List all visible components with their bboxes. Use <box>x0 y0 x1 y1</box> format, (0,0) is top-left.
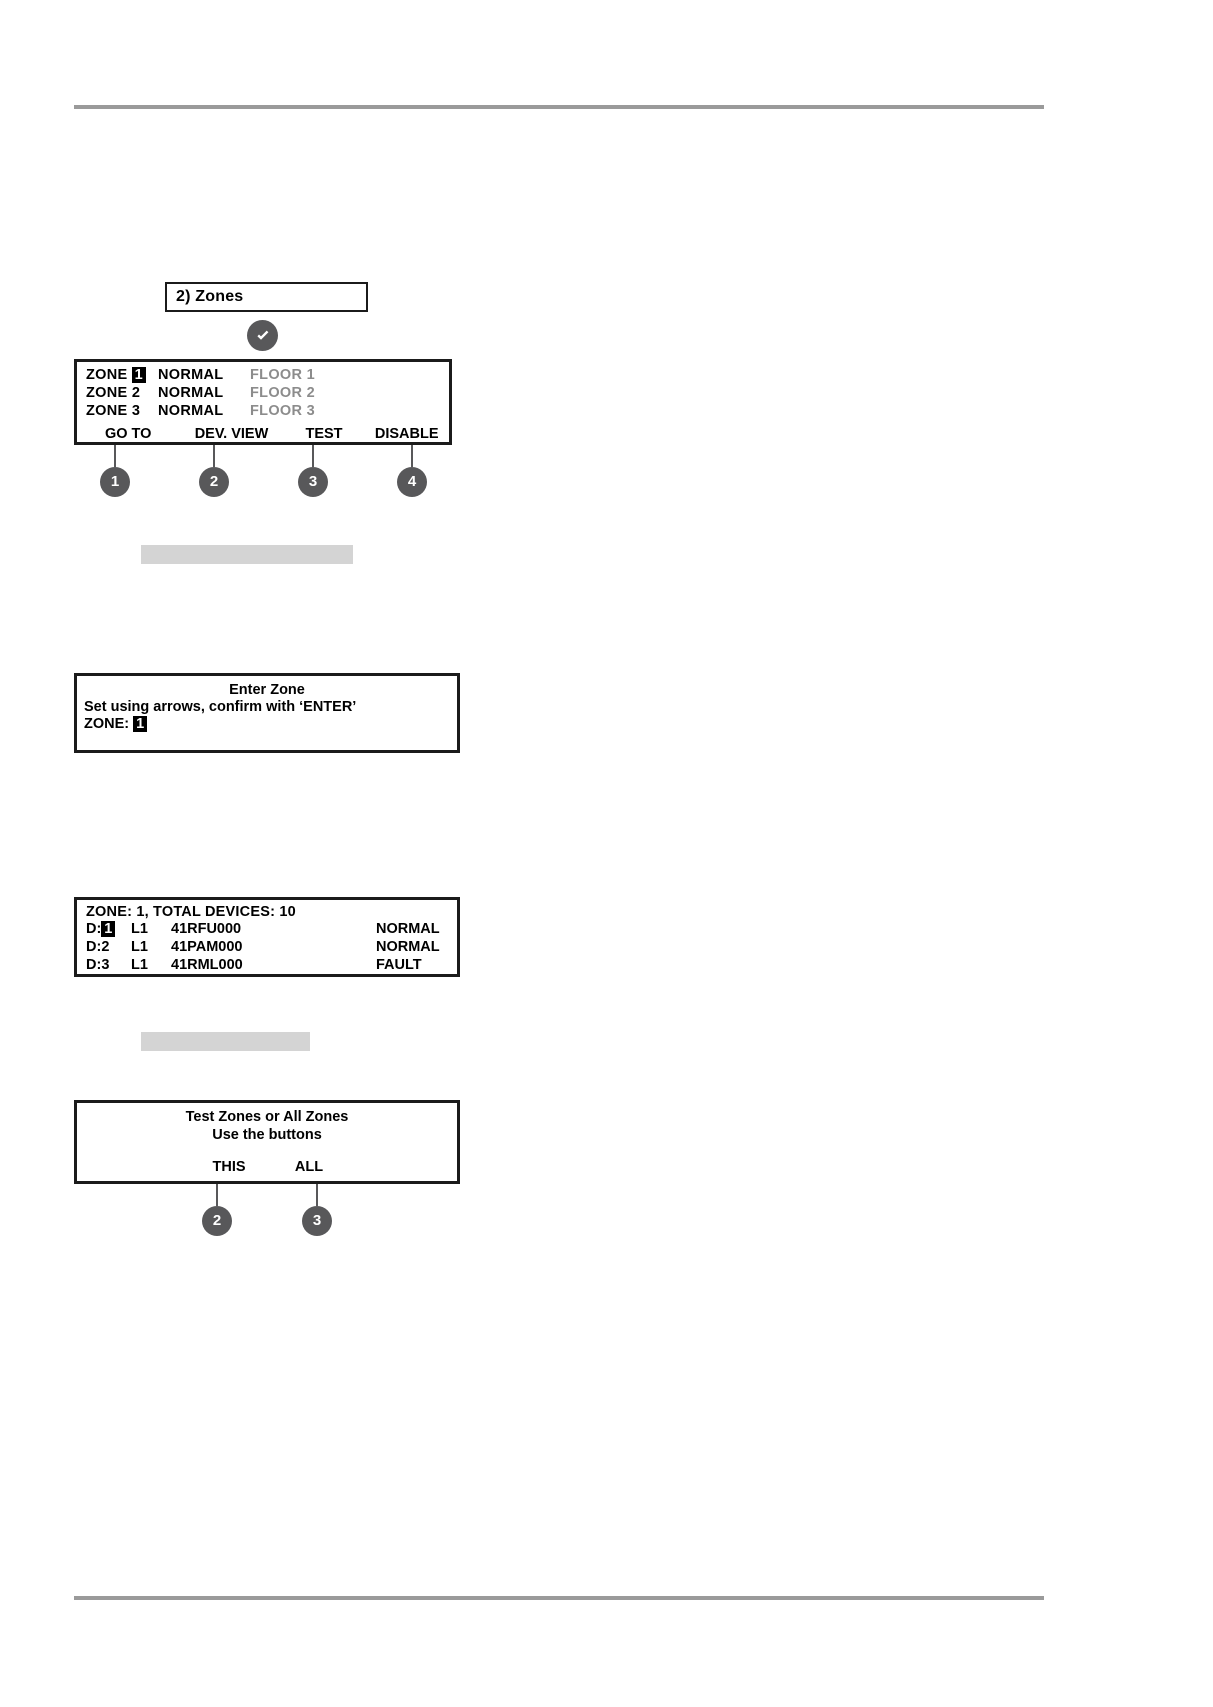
enter-zone-field-value: 1 <box>133 716 148 732</box>
device-id: D:2 <box>86 939 110 955</box>
zone-number: 2 <box>131 385 141 401</box>
device-view-header: ZONE: 1, TOTAL DEVICES: 10 <box>86 904 296 920</box>
zone-status: NORMAL <box>158 403 224 419</box>
enter-zone-lcd-panel: Enter Zone Set using arrows, confirm wit… <box>74 673 460 753</box>
callout-all: 3 <box>300 1184 334 1236</box>
callout-bubble: 3 <box>302 1206 332 1236</box>
callout-bubble: 2 <box>199 467 229 497</box>
callout-stem <box>216 1184 218 1206</box>
enter-zone-instruction: Set using arrows, confirm with ‘ENTER’ <box>84 699 357 715</box>
device-status: FAULT <box>376 957 422 973</box>
zone-row[interactable]: ZONE 3 NORMAL FLOOR 3 <box>77 402 449 420</box>
device-code: 41RFU000 <box>171 921 242 937</box>
callout-stem <box>114 445 116 467</box>
zone-label: FLOOR 3 <box>250 403 315 419</box>
device-loop: L1 <box>131 939 148 955</box>
device-view-lcd-panel: ZONE: 1, TOTAL DEVICES: 10 D:1 L1 41RFU0… <box>74 897 460 977</box>
callout-stem <box>411 445 413 467</box>
enter-zone-title: Enter Zone <box>229 682 305 698</box>
device-row[interactable]: D:2 L1 41PAM000 NORMAL <box>77 938 457 956</box>
device-loop: L1 <box>131 957 148 973</box>
softkey-spacer <box>77 1159 189 1175</box>
callout-3: 3 <box>296 445 330 497</box>
device-id: D:3 <box>86 957 110 973</box>
softkey-this[interactable]: THIS <box>212 1159 246 1175</box>
callout-this: 2 <box>200 1184 234 1236</box>
test-zones-line-2: Use the buttons <box>212 1127 322 1143</box>
callout-bubble: 2 <box>202 1206 232 1236</box>
redacted-text-bar <box>141 545 353 564</box>
zone-number: 3 <box>131 403 141 419</box>
zone-row-name: ZONE 3 <box>86 403 141 419</box>
callout-stem <box>312 445 314 467</box>
check-icon <box>247 320 278 351</box>
softkey-all[interactable]: ALL <box>294 1159 324 1175</box>
softkey-disable[interactable]: DISABLE <box>374 426 439 442</box>
device-id-selected: 1 <box>101 921 116 937</box>
callout-stem <box>316 1184 318 1206</box>
callout-2: 2 <box>197 445 231 497</box>
enter-zone-field-label: ZONE: <box>84 716 130 732</box>
device-row[interactable]: D:1 L1 41RFU000 NORMAL <box>77 920 457 938</box>
zone-row[interactable]: ZONE 2 NORMAL FLOOR 2 <box>77 384 449 402</box>
device-id-value: 2 <box>101 939 110 955</box>
callout-4: 4 <box>395 445 429 497</box>
softkey-go-to[interactable]: GO TO <box>104 426 152 442</box>
zones-lcd-panel: ZONE 1 NORMAL FLOOR 1 ZONE 2 NORMAL FLOO… <box>74 359 452 445</box>
device-status: NORMAL <box>376 939 440 955</box>
test-zones-line-1: Test Zones or All Zones <box>185 1109 349 1125</box>
zone-row[interactable]: ZONE 1 NORMAL FLOOR 1 <box>77 366 449 384</box>
softkey-dev-view[interactable]: DEV. VIEW <box>194 426 269 442</box>
zone-number-selected: 1 <box>131 367 146 383</box>
callout-bubble: 1 <box>100 467 130 497</box>
zone-label: FLOOR 1 <box>250 367 315 383</box>
callout-stem <box>213 445 215 467</box>
test-zones-lcd-panel: Test Zones or All Zones Use the buttons … <box>74 1100 460 1184</box>
device-status: NORMAL <box>376 921 440 937</box>
callout-bubble: 3 <box>298 467 328 497</box>
device-loop: L1 <box>131 921 148 937</box>
device-code: 41RML000 <box>171 957 243 973</box>
zone-status: NORMAL <box>158 385 224 401</box>
test-softkey-row: THIS ALL <box>77 1159 457 1175</box>
zone-status: NORMAL <box>158 367 224 383</box>
device-code: 41PAM000 <box>171 939 243 955</box>
callout-1: 1 <box>98 445 132 497</box>
zone-row-name: ZONE 2 <box>86 385 141 401</box>
device-id-value: 3 <box>101 957 110 973</box>
zone-label: FLOOR 2 <box>250 385 315 401</box>
menu-title-box: 2) Zones <box>165 282 368 312</box>
enter-zone-field[interactable]: ZONE: 1 <box>77 716 457 732</box>
device-id: D:1 <box>86 921 131 937</box>
callout-bubble: 4 <box>397 467 427 497</box>
redacted-text-bar <box>141 1032 310 1051</box>
menu-title-label: 2) Zones <box>176 288 244 305</box>
device-row[interactable]: D:3 L1 41RML000 FAULT <box>77 956 457 974</box>
zones-softkey-row: GO TO DEV. VIEW TEST DISABLE <box>77 423 449 445</box>
softkey-test[interactable]: TEST <box>305 426 343 442</box>
header-rule <box>74 105 1044 109</box>
footer-rule <box>74 1596 1044 1600</box>
zone-row-name: ZONE 1 <box>86 367 158 383</box>
